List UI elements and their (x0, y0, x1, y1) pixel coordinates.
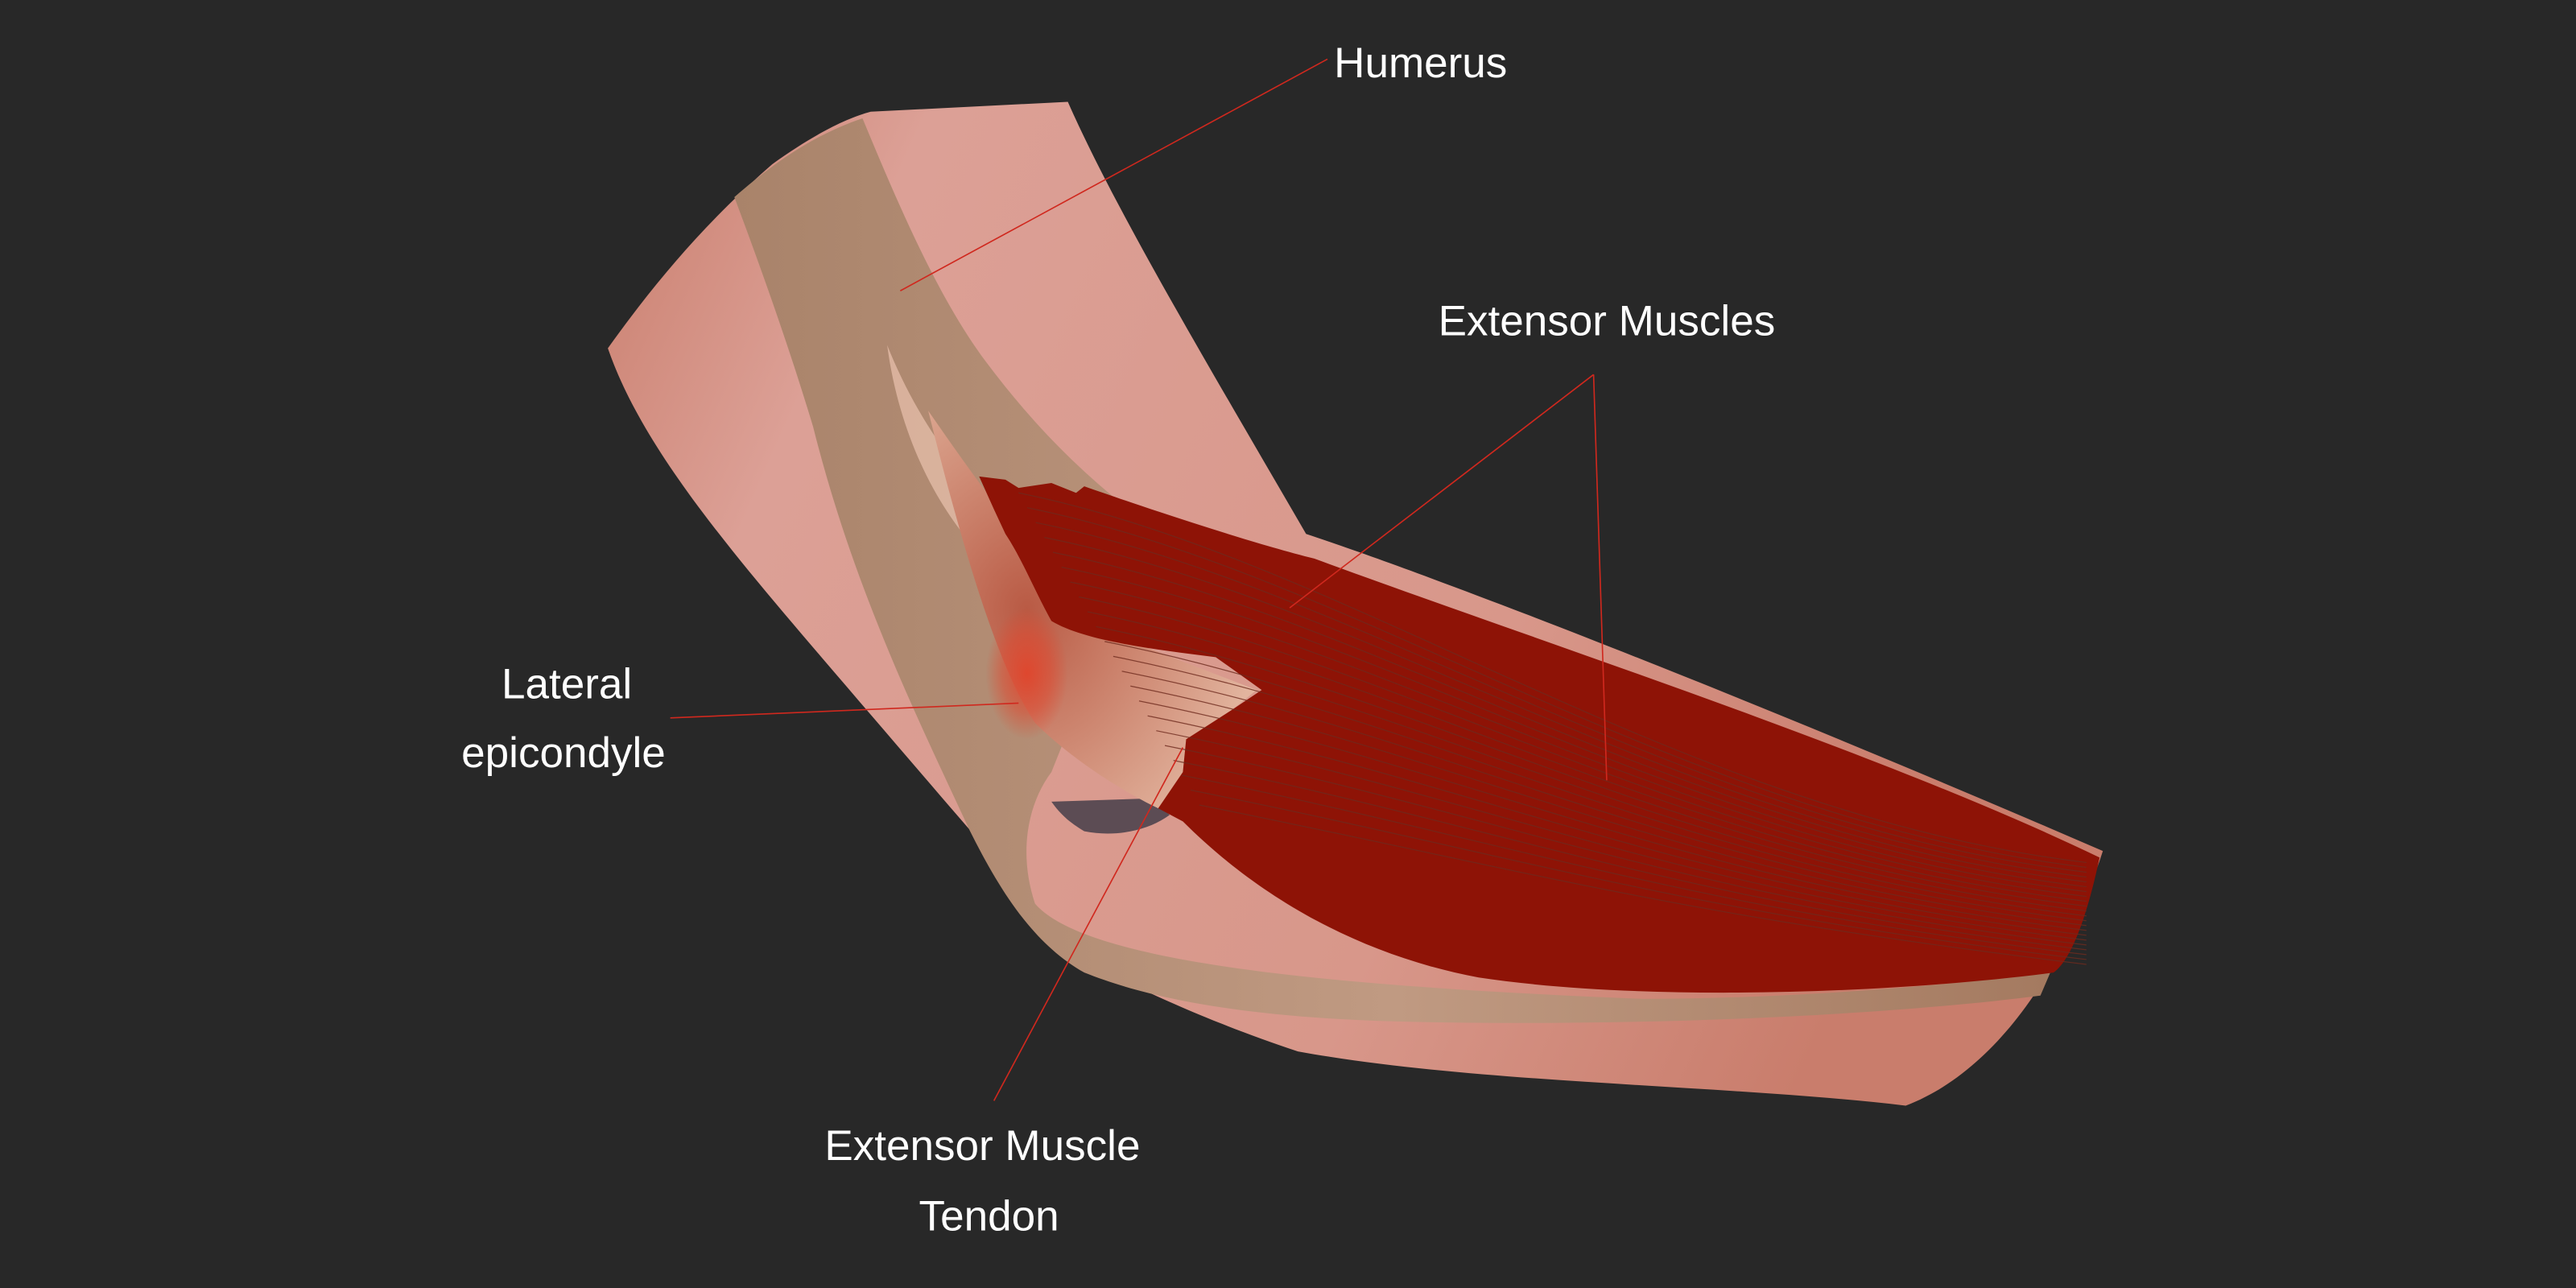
elbow-joint-shadow (1051, 798, 1170, 834)
muscle-fiber-line (1052, 551, 2087, 883)
muscle-fiber-line (1138, 700, 2087, 931)
label-extensor-tendon-line1: Extensor Muscle (824, 1122, 1140, 1170)
muscle-fiber-line (1044, 537, 2087, 878)
muscle-fiber-line (1061, 566, 2087, 888)
muscle-fiber-line (1087, 611, 2087, 902)
muscle-fiber-line (1190, 789, 2087, 960)
muscle-fiber-line (1121, 671, 2087, 922)
muscle-fiber-line (1147, 715, 2087, 936)
humerus-leader-line (899, 58, 1328, 291)
muscle-fiber-line (1173, 760, 2087, 951)
muscle-fiber-line (1070, 581, 2087, 893)
muscle-fiber-lines (1018, 492, 2087, 965)
muscle-fiber-line (1130, 685, 2087, 927)
label-humerus: Humerus (1334, 39, 1507, 87)
muscle-fiber-line (1182, 774, 2087, 956)
muscle-fiber-line (1199, 804, 2087, 965)
label-extensor-tendon-line2: Tendon (919, 1193, 1059, 1241)
extensor-muscles-leader-line-1 (1289, 374, 1595, 609)
extensor-muscles (979, 476, 2100, 993)
muscle-fiber-line (1096, 625, 2087, 907)
muscle-fiber-line (1156, 730, 2087, 941)
lateral-epicondyle-leader-line (670, 702, 1019, 719)
muscle-fiber-line (1104, 641, 2087, 912)
muscle-fiber-line (1113, 655, 2087, 917)
label-lateral-epicondyle-line2: epicondyle (461, 729, 666, 777)
muscle-fiber-line (1079, 596, 2087, 898)
muscle-fiber-line (1164, 745, 2087, 946)
extensor-tendon-leader-line (993, 747, 1184, 1101)
muscle-fiber-line (1018, 492, 2087, 864)
label-lateral-epicondyle-line1: Lateral (502, 660, 632, 708)
lateral-epicondyle-inflammation (985, 608, 1068, 740)
extensor-muscles-leader-line-2 (1592, 374, 1608, 781)
muscle-fiber-line (1026, 507, 2087, 869)
muscle-fiber-line (1035, 522, 2087, 873)
label-extensor-muscles: Extensor Muscles (1439, 297, 1776, 345)
